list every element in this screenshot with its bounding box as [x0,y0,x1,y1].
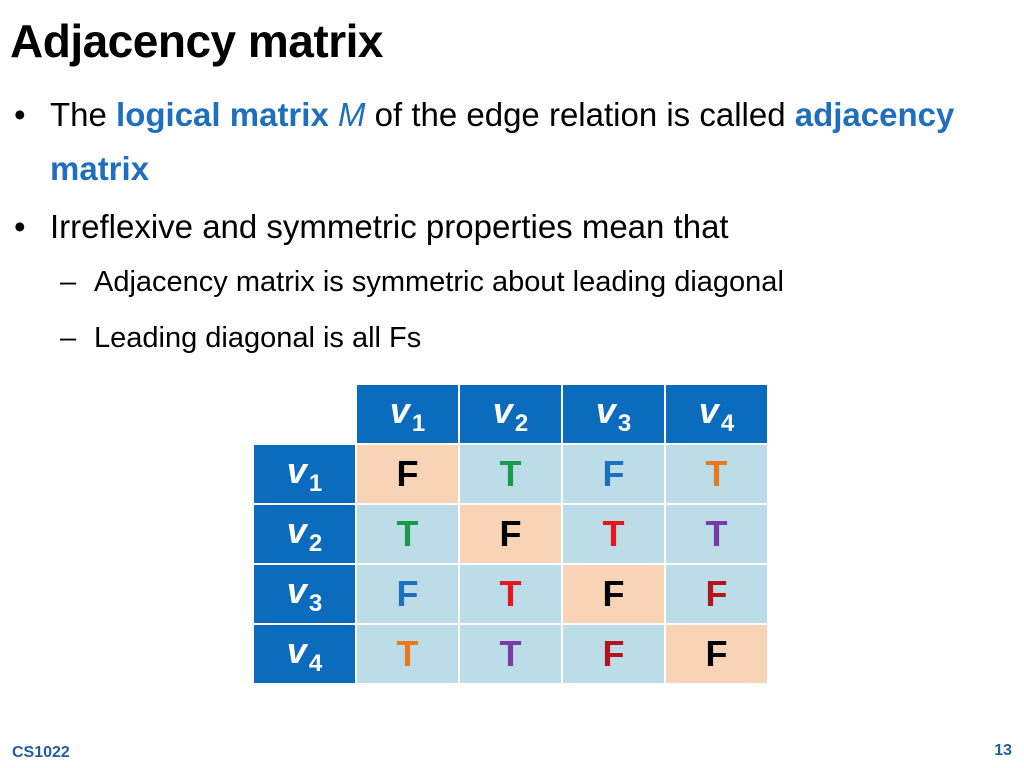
sub-bullet-text: Adjacency matrix is symmetric about lead… [94,266,784,298]
vertex-index: 3 [308,590,323,617]
row-header: v3 [254,565,355,623]
row-header: v4 [254,625,355,683]
column-header: v3 [563,385,664,443]
bullet-list: • The logical matrix M of the edge relat… [14,88,1004,366]
row-header: v2 [254,505,355,563]
vertex-letter: v [286,450,307,491]
bullet-text: The logical matrix M of the edge relatio… [50,88,1004,196]
page-number: 13 [994,742,1012,759]
sub-bullet-item: – Leading diagonal is all Fs [14,310,1004,366]
variable-m: M [337,96,366,133]
dash-marker: – [60,322,77,354]
column-header: v4 [666,385,767,443]
vertex-index: 3 [617,410,632,437]
highlight-term: logical matrix [116,96,329,133]
vertex-index: 2 [308,530,323,557]
matrix-cell: F [563,625,664,683]
vertex-letter: v [286,510,307,551]
matrix-cell: F [357,565,458,623]
vertex-index: 1 [411,410,426,437]
vertex-letter: v [286,630,307,671]
vertex-letter: v [492,390,513,431]
matrix-cell: T [666,445,767,503]
matrix-cell: T [357,505,458,563]
highlight-term: adjacency matrix [50,96,955,187]
bullet-text: Irreflexive and symmetric properties mea… [50,208,729,245]
sub-bullet-item: – Adjacency matrix is symmetric about le… [14,254,1004,310]
vertex-letter: v [389,390,410,431]
vertex-letter: v [595,390,616,431]
matrix-cell: T [460,565,561,623]
bullet-item: • The logical matrix M of the edge relat… [14,88,1004,196]
matrix-cell: F [460,505,561,563]
matrix-cell: T [460,445,561,503]
bullet-marker: • [14,96,26,133]
corner-cell [254,385,355,443]
bullet-item: • Irreflexive and symmetric properties m… [14,200,1004,254]
text-run: of the edge relation is called [365,96,795,133]
vertex-index: 2 [514,410,529,437]
sub-bullet-text: Leading diagonal is all Fs [94,322,422,354]
matrix-cell: T [460,625,561,683]
dash-marker: – [60,266,77,298]
text-run [329,96,338,133]
matrix-cell: F [563,445,664,503]
vertex-letter: v [698,390,719,431]
column-header: v1 [357,385,458,443]
matrix-cell: F [666,565,767,623]
matrix-cell: T [357,625,458,683]
course-code: CS1022 [12,744,70,761]
row-header: v1 [254,445,355,503]
vertex-index: 4 [308,650,323,677]
matrix-cell: T [666,505,767,563]
vertex-letter: v [286,570,307,611]
matrix-cell: T [563,505,664,563]
bullet-marker: • [14,208,26,245]
matrix-cell: F [563,565,664,623]
column-header: v2 [460,385,561,443]
text-run: The [50,96,117,133]
slide-title: Adjacency matrix [10,15,383,67]
vertex-index: 1 [308,470,323,497]
matrix-cell: F [357,445,458,503]
vertex-index: 4 [720,410,735,437]
matrix-cell: F [666,625,767,683]
